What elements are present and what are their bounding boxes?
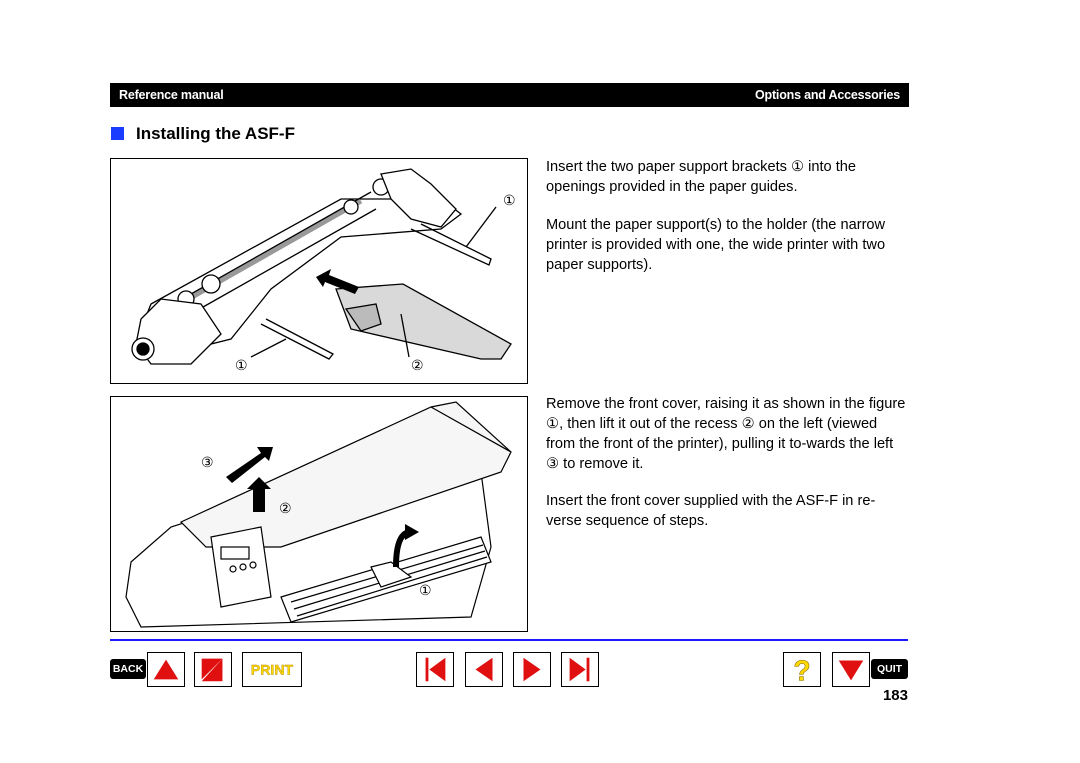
previous-page-button[interactable] bbox=[465, 652, 503, 687]
callout-1-lower: ① bbox=[235, 357, 248, 373]
back-icon bbox=[153, 659, 179, 680]
next-page-button[interactable] bbox=[513, 652, 551, 687]
quit-icon bbox=[838, 660, 864, 681]
header-right-title: Options and Accessories bbox=[755, 88, 900, 102]
print-button[interactable]: PRINT bbox=[242, 652, 302, 687]
previous-page-icon bbox=[475, 657, 493, 682]
next-page-icon bbox=[523, 657, 541, 682]
callout-1-upper: ① bbox=[503, 192, 516, 208]
callout-2: ② bbox=[411, 357, 424, 373]
paper-support-illustration: ① ① ② bbox=[131, 168, 516, 373]
quit-button[interactable] bbox=[832, 652, 870, 687]
page-number: 183 bbox=[882, 687, 908, 704]
figure-paper-support: ① ① ② bbox=[110, 158, 528, 384]
front-cover-illustration: ③ ② ① bbox=[125, 401, 512, 628]
section-title: Installing the ASF-F bbox=[136, 124, 295, 143]
last-page-button[interactable] bbox=[561, 652, 599, 687]
header-bar: Reference manual Options and Accessories bbox=[110, 83, 909, 107]
navigation-divider bbox=[110, 639, 908, 641]
print-icon: PRINT bbox=[251, 661, 294, 678]
paragraph-remove-cover: Remove the front cover, raising it as sh… bbox=[546, 396, 906, 472]
last-page-icon bbox=[569, 657, 590, 682]
quit-label[interactable]: QUIT bbox=[871, 659, 908, 679]
paragraph-brackets: Insert the two paper support brackets ① … bbox=[546, 159, 856, 195]
forward-icon bbox=[201, 658, 223, 682]
section-bullet bbox=[111, 127, 124, 140]
paragraph-insert-cover: Insert the front cover supplied with the… bbox=[546, 493, 876, 529]
callout-1-cover: ① bbox=[419, 582, 432, 598]
help-label: ? bbox=[793, 654, 810, 686]
back-button[interactable] bbox=[147, 652, 185, 687]
forward-button[interactable] bbox=[194, 652, 232, 687]
back-label[interactable]: BACK bbox=[110, 659, 146, 679]
print-label: PRINT bbox=[251, 662, 294, 678]
callout-3: ③ bbox=[201, 454, 214, 470]
help-button[interactable]: ? bbox=[783, 652, 821, 687]
help-icon: ? bbox=[793, 654, 811, 686]
callout-2-recess: ② bbox=[279, 500, 292, 516]
figure-front-cover: ③ ② ① bbox=[110, 396, 528, 632]
header-left-title: Reference manual bbox=[119, 88, 224, 102]
paragraph-supports: Mount the paper support(s) to the holder… bbox=[546, 217, 886, 273]
first-page-icon bbox=[425, 657, 446, 682]
first-page-button[interactable] bbox=[416, 652, 454, 687]
